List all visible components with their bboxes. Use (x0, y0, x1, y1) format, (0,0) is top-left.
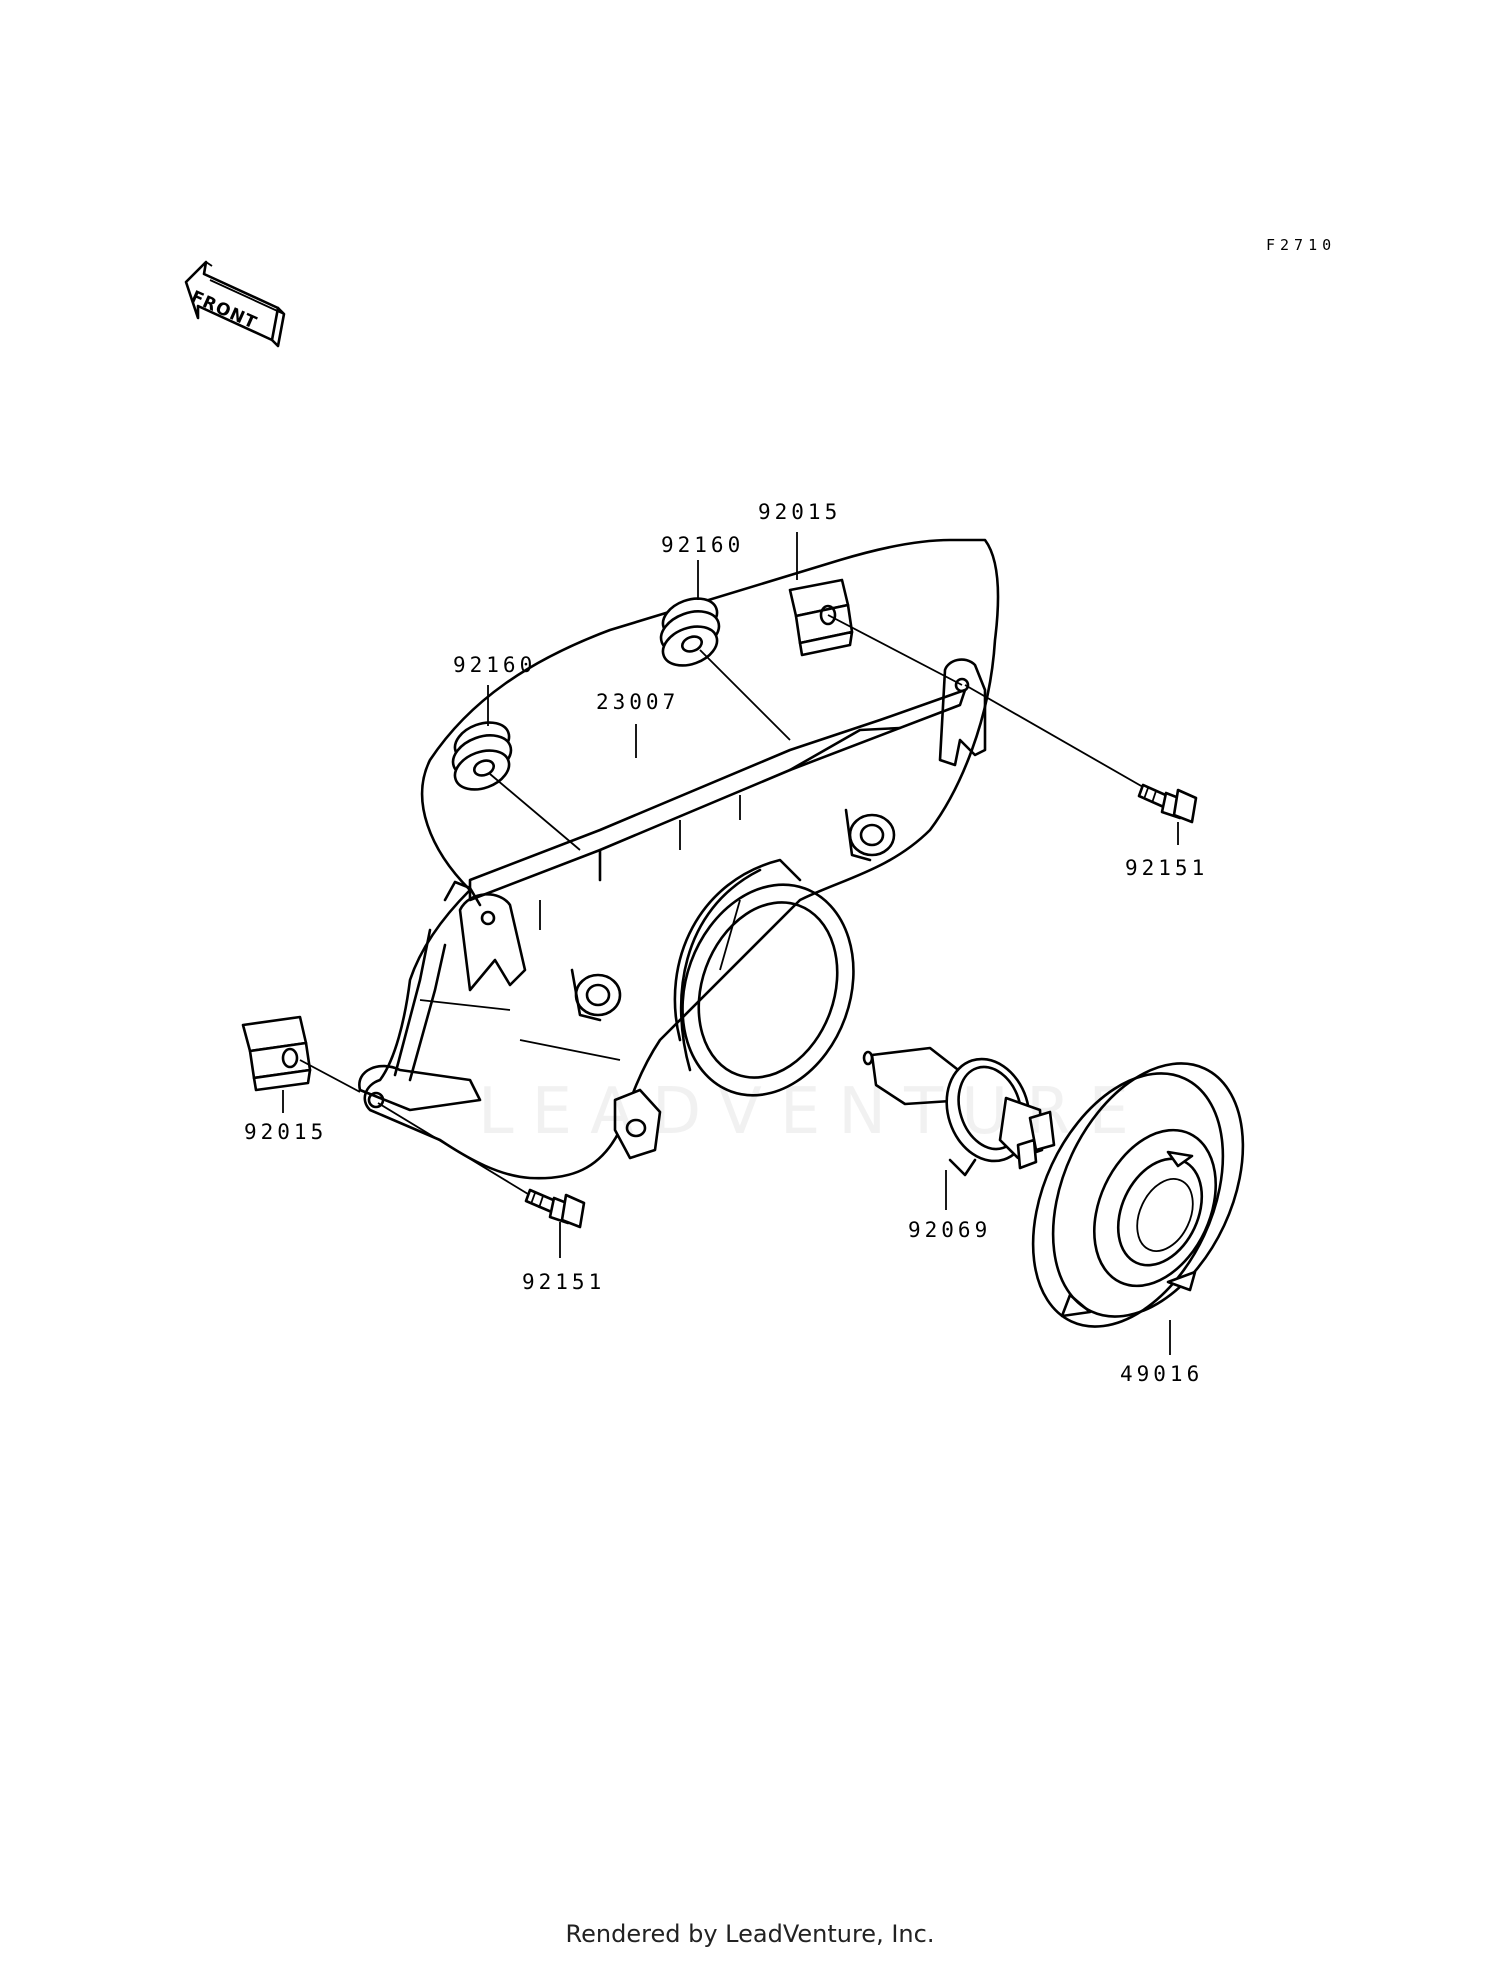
grommet-left (451, 721, 513, 791)
part-label-bulb-cover: 49016 (1120, 1362, 1204, 1386)
headlight-housing (358, 538, 1000, 1180)
part-label-grommet-left: 92160 (453, 653, 537, 677)
grommet-top (659, 597, 721, 667)
adjuster-boss (613, 1088, 662, 1160)
figure-code: F2710 (1266, 236, 1337, 254)
clip-left (241, 1015, 312, 1092)
screw-right (1137, 783, 1198, 824)
assembly-lines (299, 614, 1144, 1195)
part-label-clip-left: 92015 (244, 1120, 328, 1144)
part-label-clip-top: 92015 (758, 500, 842, 524)
leader-lines (282, 532, 1179, 1355)
clip-top (788, 578, 854, 657)
part-label-grommet-top: 92160 (661, 533, 745, 557)
screw-bottom (524, 1188, 586, 1229)
part-label-screw-right: 92151 (1125, 856, 1209, 880)
watermark: LEADVENTURE (478, 1075, 1147, 1149)
footer-credit: Rendered by LeadVenture, Inc. (565, 1920, 935, 1948)
adjuster-boss (570, 968, 622, 1022)
bulb-cover (1031, 1062, 1245, 1328)
adjuster-boss (844, 808, 896, 862)
headlight-bulb (862, 1046, 1056, 1177)
part-label-screw-bottom: 92151 (522, 1270, 606, 1294)
part-label-headlight-housing: 23007 (596, 690, 680, 714)
front-arrow-icon (184, 260, 286, 348)
part-label-bulb: 92069 (908, 1218, 992, 1242)
